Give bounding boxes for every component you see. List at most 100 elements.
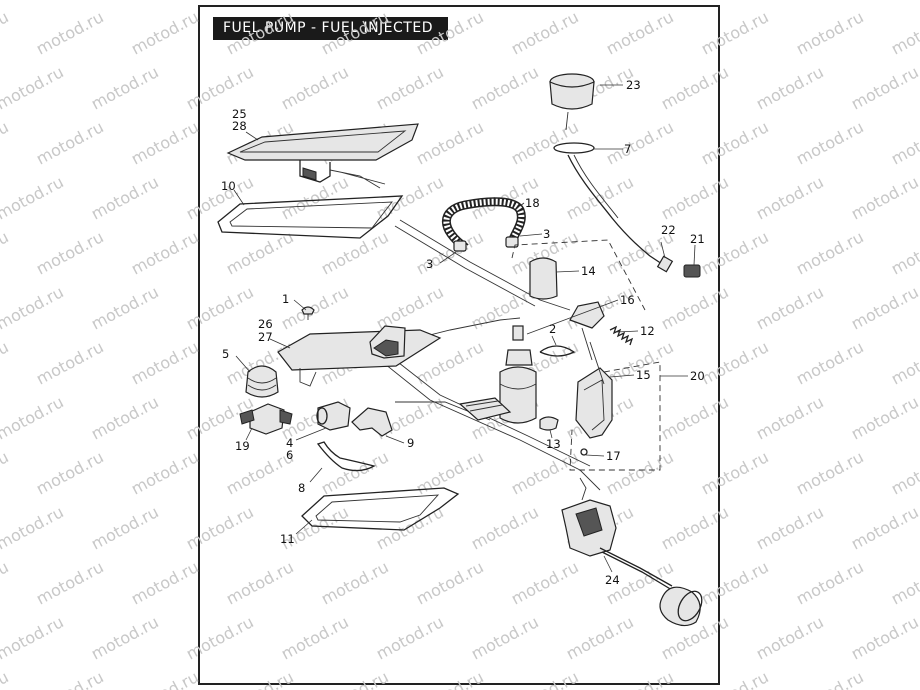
watermark-text: motod.ru — [183, 502, 257, 553]
watermark-text: motod.ru — [468, 612, 542, 663]
part-gasket-10 — [217, 195, 404, 239]
watermark-text: motod.ru — [508, 7, 582, 58]
watermark-text: motod.ru — [698, 447, 772, 498]
watermark-text: motod.ru — [128, 227, 202, 278]
watermark-text: motod.ru — [0, 667, 12, 690]
watermark-text: motod.ru — [793, 227, 867, 278]
part-hose-18 — [442, 197, 526, 252]
watermark-text: motod.ru — [183, 282, 257, 333]
callout-10: 10 — [221, 179, 236, 193]
watermark-text: motod.ru — [223, 667, 297, 690]
watermark-text: motod.ru — [413, 557, 487, 608]
diagram-frame — [198, 5, 720, 685]
watermark-text: motod.ru — [88, 502, 162, 553]
callout-25: 25 — [232, 107, 247, 121]
watermark-text: motod.ru — [183, 62, 257, 113]
watermark-text: motod.ru — [658, 502, 732, 553]
watermark-text: motod.ru — [888, 117, 920, 168]
part-17 — [580, 448, 588, 456]
part-gasket-11 — [301, 487, 460, 531]
callout-15: 15 — [636, 368, 651, 382]
watermark-text: motod.ru — [0, 502, 67, 553]
watermark-text: motod.ru — [793, 667, 867, 690]
watermark-text: motod.ru — [603, 7, 677, 58]
watermark-text: motod.ru — [753, 502, 827, 553]
watermark-text: motod.ru — [373, 62, 447, 113]
callout-8: 8 — [298, 481, 305, 495]
watermark-text: motod.ru — [0, 282, 67, 333]
watermark-text: motod.ru — [508, 447, 582, 498]
callout-11: 11 — [280, 532, 295, 546]
watermark-text: motod.ru — [223, 557, 297, 608]
part-fitting-13 — [539, 416, 559, 431]
watermark-text: motod.ru — [793, 557, 867, 608]
watermark-text: motod.ru — [0, 117, 12, 168]
callout-5: 5 — [222, 347, 229, 361]
watermark-text: motod.ru — [0, 7, 12, 58]
watermark-text: motod.ru — [603, 667, 677, 690]
watermark-text: motod.ru — [128, 667, 202, 690]
watermark-text: motod.ru — [0, 392, 67, 443]
watermark-text: motod.ru — [33, 7, 107, 58]
watermark-text: motod.ru — [183, 0, 257, 4]
watermark-text: motod.ru — [888, 667, 920, 690]
watermark-text: motod.ru — [658, 62, 732, 113]
watermark-text: motod.ru — [468, 62, 542, 113]
watermark-text: motod.ru — [183, 172, 257, 223]
watermark-text: motod.ru — [848, 282, 920, 333]
watermark-text: motod.ru — [753, 282, 827, 333]
part-spring-12 — [609, 325, 634, 346]
watermark-text: motod.ru — [508, 557, 582, 608]
part-top-plate — [226, 123, 419, 189]
watermark-text: motod.ru — [373, 282, 447, 333]
watermark-text: motod.ru — [223, 7, 297, 58]
callout-21: 21 — [690, 232, 705, 246]
watermark-text: motod.ru — [563, 172, 637, 223]
watermark-text: motod.ru — [563, 612, 637, 663]
watermark-text: motod.ru — [468, 0, 542, 4]
callout-3a: 3 — [426, 257, 433, 271]
callout-18: 18 — [525, 196, 540, 210]
part-bracket-9 — [351, 407, 393, 437]
callout-26: 26 — [258, 317, 273, 331]
part-regulator-5 — [245, 365, 279, 398]
watermark-text: motod.ru — [0, 447, 12, 498]
watermark-text: motod.ru — [848, 0, 920, 4]
watermark-text: motod.ru — [88, 0, 162, 4]
part-flange-plate — [277, 325, 442, 387]
watermark-text: motod.ru — [128, 117, 202, 168]
watermark-text: motod.ru — [33, 337, 107, 388]
callout-1: 1 — [282, 292, 289, 306]
watermark-text: motod.ru — [88, 62, 162, 113]
watermark-text: motod.ru — [0, 557, 12, 608]
callout-3b: 3 — [543, 227, 550, 241]
watermark-text: motod.ru — [0, 0, 67, 4]
watermark-text: motod.ru — [128, 557, 202, 608]
watermark-text: motod.ru — [373, 0, 447, 4]
watermark-text: motod.ru — [183, 612, 257, 663]
watermark-text: motod.ru — [318, 227, 392, 278]
watermark-text: motod.ru — [33, 447, 107, 498]
watermark-text: motod.ru — [318, 447, 392, 498]
watermark-text: motod.ru — [753, 172, 827, 223]
watermark-text: motod.ru — [88, 612, 162, 663]
watermark-text: motod.ru — [0, 62, 67, 113]
watermark-text: motod.ru — [0, 227, 12, 278]
watermark-text: motod.ru — [468, 502, 542, 553]
watermark-text: motod.ru — [603, 117, 677, 168]
watermark-text: motod.ru — [33, 557, 107, 608]
watermark-text: motod.ru — [128, 337, 202, 388]
watermark-text: motod.ru — [318, 7, 392, 58]
watermark-text: motod.ru — [753, 62, 827, 113]
callout-numbers: 23 7 22 21 18 3 3 14 16 12 2 15 20 13 17… — [221, 78, 705, 587]
watermark-text: motod.ru — [33, 227, 107, 278]
callout-19: 19 — [235, 439, 250, 453]
callout-23: 23 — [626, 78, 641, 92]
watermark-text: motod.ru — [888, 227, 920, 278]
callout-17: 17 — [606, 449, 621, 463]
watermark-text: motod.ru — [698, 337, 772, 388]
callout-leaders — [233, 84, 696, 573]
part-strap-8 — [316, 441, 376, 472]
watermark-text: motod.ru — [698, 7, 772, 58]
